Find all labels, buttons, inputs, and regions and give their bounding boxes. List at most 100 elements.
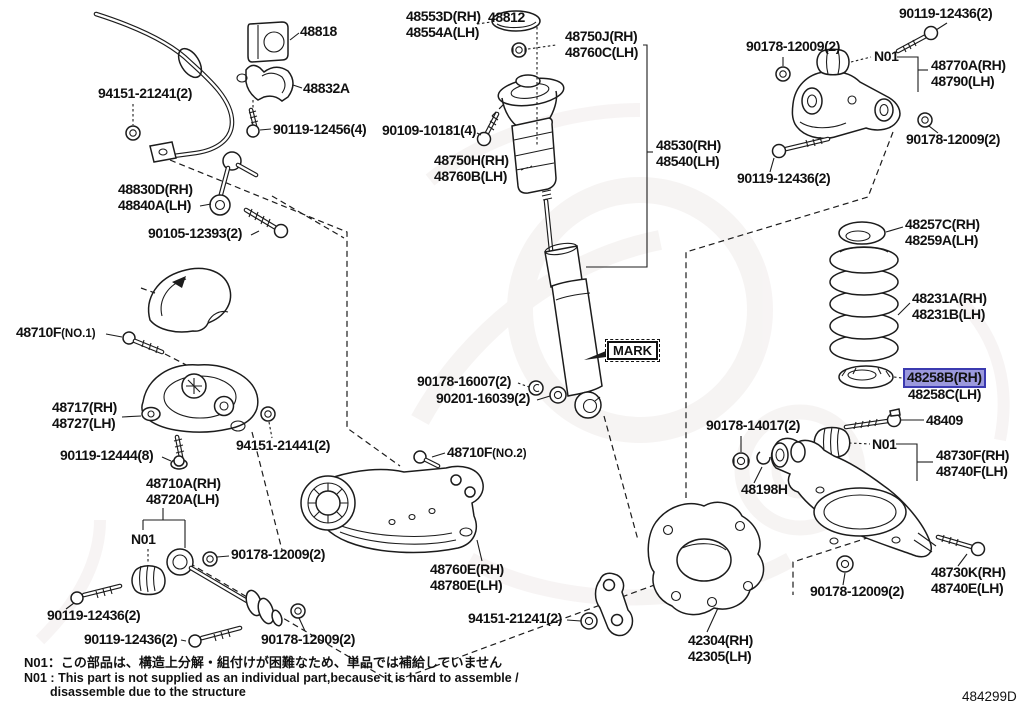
nut-90178-12009-ua-right bbox=[917, 112, 933, 128]
part-label-48818[interactable]: 48818 bbox=[300, 23, 337, 39]
toe-link-48710A bbox=[166, 548, 283, 627]
part-label-48750H[interactable]: 48750H(RH) 48760B(LH) bbox=[434, 152, 509, 184]
part-label-90119-12436-toe1[interactable]: 90119-12436(2) bbox=[47, 607, 141, 623]
ring-90201-16039 bbox=[549, 386, 567, 404]
nut-90178-12009-toe-right bbox=[290, 603, 306, 619]
stabilizer-nut-94151 bbox=[125, 125, 141, 141]
nut-48750J bbox=[511, 42, 527, 58]
part-label-48710F-no1[interactable]: 48710F(NO.1) bbox=[16, 324, 96, 340]
mark-callout: MARK bbox=[605, 339, 660, 362]
support-48750H bbox=[497, 74, 565, 194]
stabilizer-bracket-48832A bbox=[236, 64, 294, 102]
bolt-90119-12436-toe2 bbox=[188, 625, 243, 648]
part-label-90201-16039[interactable]: 90201-16039(2) bbox=[436, 390, 531, 406]
part-label-48760E[interactable]: 48760E(RH) 48780E(LH) bbox=[430, 561, 504, 593]
part-label-90178-16007[interactable]: 90178-16007(2) bbox=[417, 373, 512, 389]
n01-marker-lower-arm[interactable]: N01 bbox=[872, 436, 897, 452]
assembly-dashed-lines bbox=[164, 100, 899, 683]
part-label-94151-21441[interactable]: 94151-21441(2) bbox=[236, 437, 331, 453]
bolt-90119-12436-ua bbox=[771, 136, 831, 159]
footnote-en-line1: This part is not supplied as an individu… bbox=[58, 671, 519, 685]
part-label-48258C[interactable]: 48258C(LH) bbox=[908, 386, 982, 402]
part-label-48409[interactable]: 48409 bbox=[926, 412, 963, 428]
part-label-90119-12456[interactable]: 90119-12456(4) bbox=[273, 121, 367, 137]
nut-90178-14017 bbox=[732, 452, 750, 470]
bolt-90119-12444 bbox=[170, 434, 188, 470]
part-label-48231A[interactable]: 48231A(RH) 48231B(LH) bbox=[912, 290, 987, 322]
part-label-90105-12393[interactable]: 90105-12393(2) bbox=[148, 225, 243, 241]
highlight-box: 48258B(RH) bbox=[903, 368, 986, 388]
bolt-90105-12393 bbox=[243, 207, 289, 239]
upper-arm-48770A bbox=[791, 70, 901, 140]
trailing-arm-48760E bbox=[300, 465, 484, 554]
part-label-90178-14017[interactable]: 90178-14017(2) bbox=[706, 417, 801, 433]
bushing-n01-upper bbox=[816, 48, 850, 76]
bushing-n01-toe bbox=[131, 564, 166, 596]
bolt-48409 bbox=[843, 408, 902, 430]
part-label-48257C[interactable]: 48257C(RH) 48259A(LH) bbox=[905, 216, 980, 248]
part-label-48710F-no2[interactable]: 48710F(NO.2) bbox=[447, 444, 527, 460]
spring-lower-insulator-48258B bbox=[838, 365, 894, 389]
lower-arm-48730F bbox=[770, 437, 937, 558]
part-label-90109-10181[interactable]: 90109-10181(4) bbox=[382, 122, 477, 138]
diagram-code: 484299D bbox=[962, 689, 1017, 704]
bolt-90119-12436-top bbox=[895, 25, 939, 54]
part-label-48717[interactable]: 48717(RH) 48727(LH) bbox=[52, 399, 117, 431]
nut-90178-12009-arm bbox=[836, 555, 854, 573]
dust-cover-48553D bbox=[491, 10, 541, 32]
nut-90178-12009-toe bbox=[202, 551, 218, 567]
stabilizer-bar bbox=[93, 11, 235, 163]
part-label-48710A[interactable]: 48710A(RH) 48720A(LH) bbox=[146, 475, 221, 507]
part-label-90178-12009-ua-right[interactable]: 90178-12009(2) bbox=[906, 131, 1001, 147]
part-label-48832A[interactable]: 48832A bbox=[303, 80, 350, 96]
bolt-90119-12456 bbox=[246, 107, 260, 138]
part-label-90119-12436-toe2[interactable]: 90119-12436(2) bbox=[84, 631, 178, 647]
bolt-48710F-no1 bbox=[122, 331, 165, 355]
part-label-48730F[interactable]: 48730F(RH) 48740F(LH) bbox=[936, 447, 1010, 479]
part-label-42304[interactable]: 42304(RH) 42305(LH) bbox=[688, 632, 753, 664]
bolt-48730K bbox=[935, 534, 986, 557]
part-label-48812[interactable]: 48812 bbox=[488, 9, 525, 25]
part-label-90178-12009-ua-left[interactable]: 90178-12009(2) bbox=[746, 38, 841, 54]
bolt-90119-12436-toe1 bbox=[70, 583, 123, 605]
footnote-jp-text: この部品は、構造上分解・組付けが困難なため、単品では補給していません bbox=[60, 655, 503, 670]
shock-absorber-48530 bbox=[541, 189, 603, 419]
part-label-48830D[interactable]: 48830D(RH) 48840A(LH) bbox=[118, 181, 193, 213]
footnote-en-label: N01 : bbox=[24, 671, 55, 685]
part-label-94151-21241-a[interactable]: 94151-21241(2) bbox=[98, 85, 193, 101]
n01-marker-upper-arm[interactable]: N01 bbox=[874, 48, 899, 64]
nut-94151-21241-knuckle bbox=[580, 612, 598, 630]
footnote-jp-label: N01： bbox=[24, 655, 61, 670]
part-label-90178-12009-arm[interactable]: 90178-12009(2) bbox=[810, 583, 905, 599]
coil-spring-48231A bbox=[829, 246, 899, 362]
bolt-90109-10181 bbox=[476, 111, 500, 147]
part-label-90119-12436-ua[interactable]: 90119-12436(2) bbox=[737, 170, 831, 186]
leader-lines bbox=[65, 21, 968, 642]
part-label-90119-12444[interactable]: 90119-12444(8) bbox=[60, 447, 154, 463]
nut-90178-12009-ua-left bbox=[775, 66, 791, 82]
washer-90178-16007 bbox=[528, 380, 544, 396]
part-label-94151-21241-b[interactable]: 94151-21241(2) bbox=[468, 610, 563, 626]
mark-arrow bbox=[584, 351, 606, 360]
n01-marker-toe-link[interactable]: N01 bbox=[131, 531, 156, 547]
part-label-48750J[interactable]: 48750J(RH) 48760C(LH) bbox=[565, 28, 639, 60]
bracket-48717 bbox=[141, 364, 259, 433]
stabilizer-link-48830D bbox=[209, 151, 259, 216]
cover-48737 bbox=[147, 267, 232, 333]
part-label-48730K[interactable]: 48730K(RH) 48740E(LH) bbox=[931, 564, 1006, 596]
part-label-48553D[interactable]: 48553D(RH) 48554A(LH) bbox=[406, 8, 481, 40]
watermark bbox=[35, 103, 1010, 645]
part-label-90119-12436-top[interactable]: 90119-12436(2) bbox=[899, 5, 993, 21]
part-label-90178-12009-toe-left[interactable]: 90178-12009(2) bbox=[231, 546, 326, 562]
part-label-48770A[interactable]: 48770A(RH) 48790(LH) bbox=[931, 57, 1006, 89]
footnote-en: N01 : This part is not supplied as an in… bbox=[24, 671, 519, 699]
footnote-jp: N01：この部品は、構造上分解・組付けが困難なため、単品では補給していません bbox=[24, 652, 502, 671]
spring-upper-insulator-48257C bbox=[838, 221, 886, 245]
part-label-48258B-highlighted[interactable]: 48258B(RH) bbox=[903, 368, 986, 388]
part-label-48530[interactable]: 48530(RH) 48540(LH) bbox=[656, 137, 721, 169]
snap-ring-48198H bbox=[756, 451, 771, 465]
part-label-48198H[interactable]: 48198H bbox=[741, 481, 788, 497]
part-label-90178-12009-toe-right[interactable]: 90178-12009(2) bbox=[261, 631, 356, 647]
